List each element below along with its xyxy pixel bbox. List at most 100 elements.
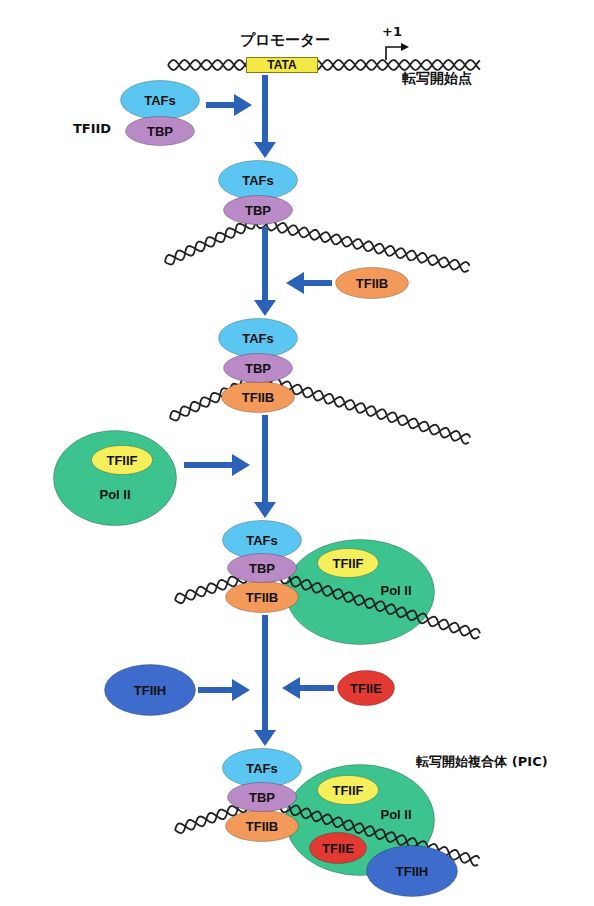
- node-shape: [105, 665, 196, 716]
- text-label: 転写開始点: [402, 70, 472, 88]
- tfiih-ellipse: TFIIH: [104, 664, 196, 716]
- flow-arrow: [254, 615, 276, 746]
- arrow-shaft: [262, 415, 268, 504]
- node-shape: [219, 319, 298, 358]
- node-shape: [247, 58, 318, 73]
- tfiif-ellipse: TFIIF: [317, 775, 379, 805]
- arrow-shaft: [298, 685, 334, 691]
- tfiif-ellipse: TFIIF: [317, 548, 379, 578]
- node-label: TFIIH: [396, 864, 429, 879]
- arrow-shaft: [206, 102, 236, 108]
- node-shape: [310, 833, 367, 864]
- tfiie-ellipse: TFIIE: [309, 832, 367, 864]
- tbp-ellipse: TBP: [223, 195, 293, 225]
- node-label: TBP: [245, 361, 271, 376]
- node-label: TFIIF: [332, 556, 363, 571]
- node-label: TATA: [267, 58, 296, 72]
- node-shape: [226, 582, 299, 613]
- node-label: TFIIF: [332, 783, 363, 798]
- dna-strand: [168, 60, 480, 70]
- arrow-head: [286, 272, 304, 294]
- node-label: TFIIF: [106, 453, 137, 468]
- dna-strand: [168, 60, 480, 70]
- node-label: Pol II: [380, 583, 411, 598]
- tfiif-ellipse: TFIIF: [91, 445, 153, 475]
- node-label: TAFs: [242, 173, 274, 188]
- arrowhead: [254, 730, 276, 746]
- arrowhead: [254, 300, 276, 316]
- node-shape: [222, 382, 295, 413]
- arrowhead: [254, 142, 276, 158]
- arrowhead: [254, 502, 276, 518]
- tfiib-ellipse: TFIIB: [225, 581, 299, 613]
- node-shape: [228, 554, 297, 583]
- node-shape: [338, 671, 395, 706]
- node-shape: [228, 783, 297, 812]
- node-shape: [92, 446, 153, 475]
- node-label: TFIIB: [246, 590, 279, 605]
- arrow-shaft: [198, 687, 234, 693]
- node-shape: [367, 846, 458, 897]
- node-label: TAFs: [242, 331, 274, 346]
- tfiib-ellipse: TFIIB: [335, 267, 409, 299]
- dna-strand: [165, 219, 470, 269]
- node-label: TFIIB: [242, 390, 275, 405]
- tafs-ellipse: TAFs: [222, 748, 302, 788]
- tfiie-ellipse: TFIIE: [337, 670, 395, 706]
- start-site-arrowhead: [401, 43, 409, 51]
- node-label: TFIIB: [246, 819, 279, 834]
- arrow-head: [232, 679, 250, 701]
- tbp-ellipse: TBP: [125, 116, 195, 146]
- node-shape: [318, 776, 379, 805]
- node-label: TBP: [245, 203, 271, 218]
- node-shape: [219, 161, 298, 200]
- node-label: TBP: [249, 561, 275, 576]
- dna-strand: [165, 218, 469, 272]
- node-label: TFIIB: [356, 276, 389, 291]
- arrow-shaft: [262, 615, 268, 732]
- node-label: Pol II: [99, 487, 130, 502]
- arrow-head: [232, 454, 250, 476]
- arrow-shaft: [262, 75, 268, 144]
- node-label: TBP: [249, 790, 275, 805]
- flow-arrow: [254, 227, 276, 316]
- arrow-shaft: [184, 462, 234, 468]
- text-label: プロモーター: [240, 31, 330, 50]
- node-label: TFIIE: [350, 681, 382, 696]
- flow-arrow: [254, 415, 276, 518]
- text-label: TFIID: [73, 121, 111, 136]
- tafs-ellipse: TAFs: [120, 80, 200, 120]
- node-label: TFIIE: [322, 841, 354, 856]
- pol-ii-ellipse: Pol II TFIIF: [53, 430, 177, 526]
- node-shape: [226, 811, 299, 842]
- node-label: TFIIH: [134, 683, 167, 698]
- node-label: TAFs: [144, 93, 176, 108]
- node-label: TBP: [147, 124, 173, 139]
- node-label: TAFs: [246, 533, 278, 548]
- tbp-ellipse: TBP: [227, 553, 297, 583]
- node-shape: [121, 81, 200, 120]
- flow-arrow: [254, 75, 276, 158]
- node-shape: [54, 431, 177, 526]
- node-shape: [318, 549, 379, 578]
- arrow-head: [282, 677, 300, 699]
- arrow-shaft: [262, 227, 268, 302]
- dna-helices: [165, 60, 480, 866]
- start-site-arrow: [386, 47, 402, 60]
- node-outline: [53, 430, 177, 526]
- tafs-ellipse: TAFs: [218, 318, 298, 358]
- tata-box: TATA: [246, 57, 318, 73]
- node-label: Pol II: [380, 807, 411, 822]
- node-shape: [224, 354, 293, 383]
- node-shape: [336, 268, 409, 299]
- tafs-ellipse: TAFs: [218, 160, 298, 200]
- dna-strand: [170, 375, 470, 441]
- arrow-shaft: [302, 280, 332, 286]
- tfiib-ellipse: TFIIB: [221, 381, 295, 413]
- node-shape: [223, 749, 302, 788]
- node-shape: [286, 540, 435, 645]
- pol-ii-ellipse: Pol II TFIIF: [285, 539, 435, 645]
- tfiih-ellipse: TFIIH: [366, 845, 458, 897]
- text-label: 転写開始複合体 (PIC): [416, 753, 547, 771]
